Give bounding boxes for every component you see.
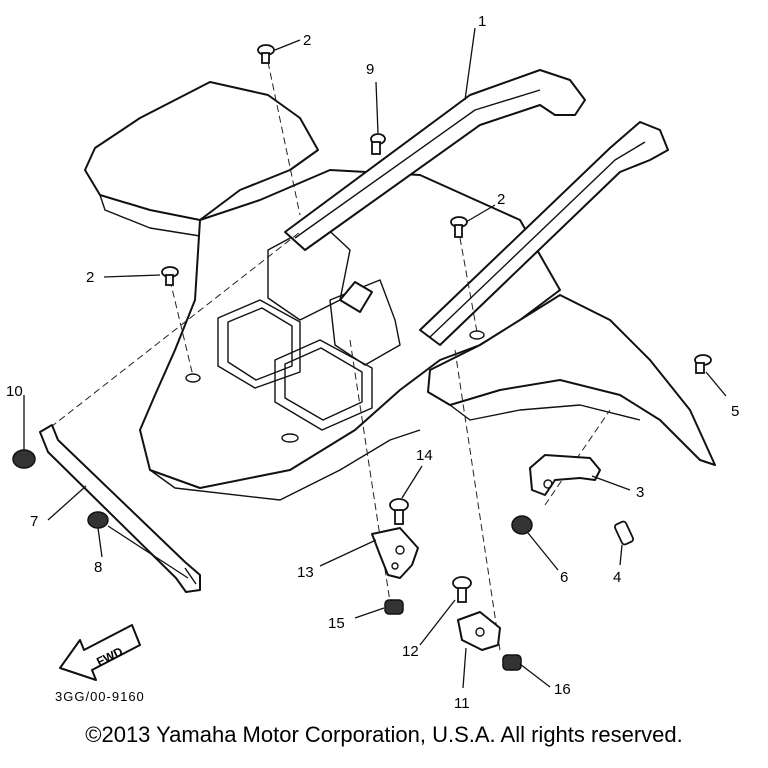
nut-6	[511, 515, 533, 535]
nut-16	[502, 654, 522, 671]
rivet-9	[370, 133, 386, 155]
brace-7	[39, 424, 201, 593]
bracket-11	[457, 611, 501, 651]
rivet-2-top	[257, 44, 275, 64]
bolt-8	[87, 511, 109, 529]
bracket-13	[371, 527, 419, 579]
bolt-14	[389, 498, 409, 525]
callout-3: 3	[636, 484, 644, 501]
callout-2-right: 2	[497, 191, 505, 208]
rear-fender	[84, 81, 716, 501]
callout-10: 10	[6, 383, 23, 400]
callout-2-left: 2	[86, 269, 94, 286]
callout-7: 7	[30, 513, 38, 530]
callout-12: 12	[402, 643, 419, 660]
fwd-arrow: FWD	[59, 624, 141, 681]
callout-16: 16	[554, 681, 571, 698]
callout-11: 11	[454, 695, 470, 712]
drawing-code: 3GG/00-9160	[55, 689, 145, 704]
callout-labels: 1 2 2 2 3 4 5 6 7 8 9 10 11 12 13 14 15 …	[6, 13, 739, 712]
grab-bar-right	[419, 121, 669, 346]
callout-1: 1	[478, 13, 486, 30]
callout-4: 4	[613, 569, 621, 586]
callout-8: 8	[94, 559, 102, 576]
leader-lines	[23, 27, 727, 689]
nut-10	[12, 449, 36, 469]
bracket-3	[529, 454, 601, 496]
nut-15	[384, 599, 404, 615]
bolt-12	[452, 576, 472, 603]
copyright-notice: ©2013 Yamaha Motor Corporation, U.S.A. A…	[85, 722, 683, 747]
callout-15: 15	[328, 615, 345, 632]
callout-5: 5	[731, 403, 739, 420]
rivet-2-left	[161, 266, 179, 286]
hardware	[12, 44, 712, 671]
callout-6: 6	[560, 569, 568, 586]
bolt-5	[694, 354, 712, 374]
callout-9: 9	[366, 61, 374, 78]
callout-2-top: 2	[303, 32, 311, 49]
callout-14: 14	[416, 447, 433, 464]
bolt-4	[614, 520, 634, 546]
callout-13: 13	[297, 564, 314, 581]
grab-bar-left	[284, 69, 586, 313]
rear-fender-exploded-diagram: 1 2 2 2 3 4 5 6 7 8 9 10 11 12 13 14 15 …	[6, 13, 739, 712]
